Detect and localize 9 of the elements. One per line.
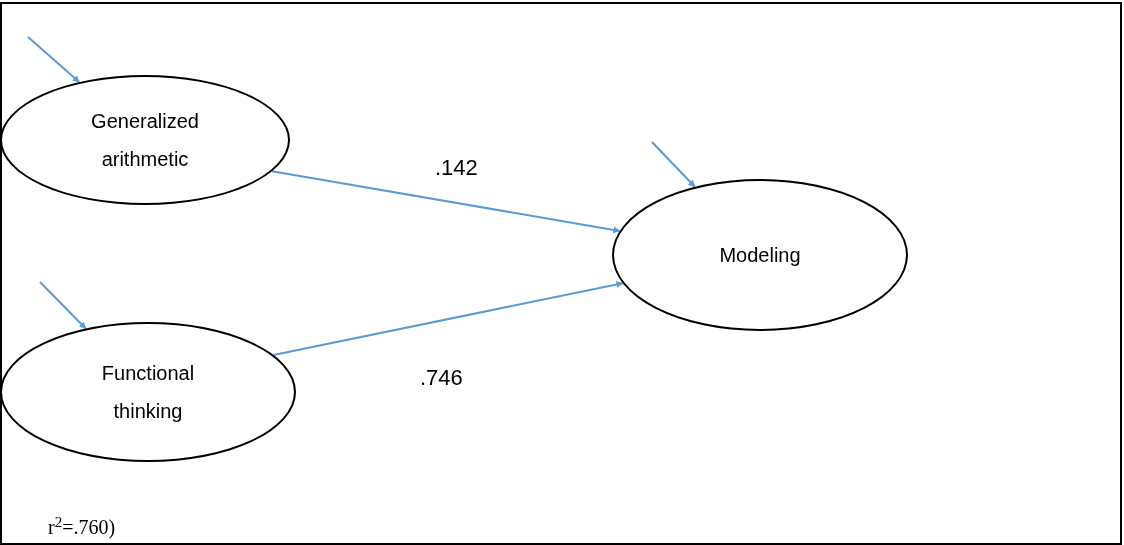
arrow (271, 170, 621, 234)
ellipse-node: Modeling (612, 179, 908, 331)
arrow (39, 281, 87, 330)
r-squared-note: r$^{2}$=.760) (48, 512, 116, 541)
arrow (272, 281, 624, 356)
ellipse-node: Functional thinking (0, 322, 296, 462)
arrow (651, 141, 696, 188)
ellipse-node: Generalized arithmetic (0, 75, 290, 205)
arrow (27, 36, 81, 84)
